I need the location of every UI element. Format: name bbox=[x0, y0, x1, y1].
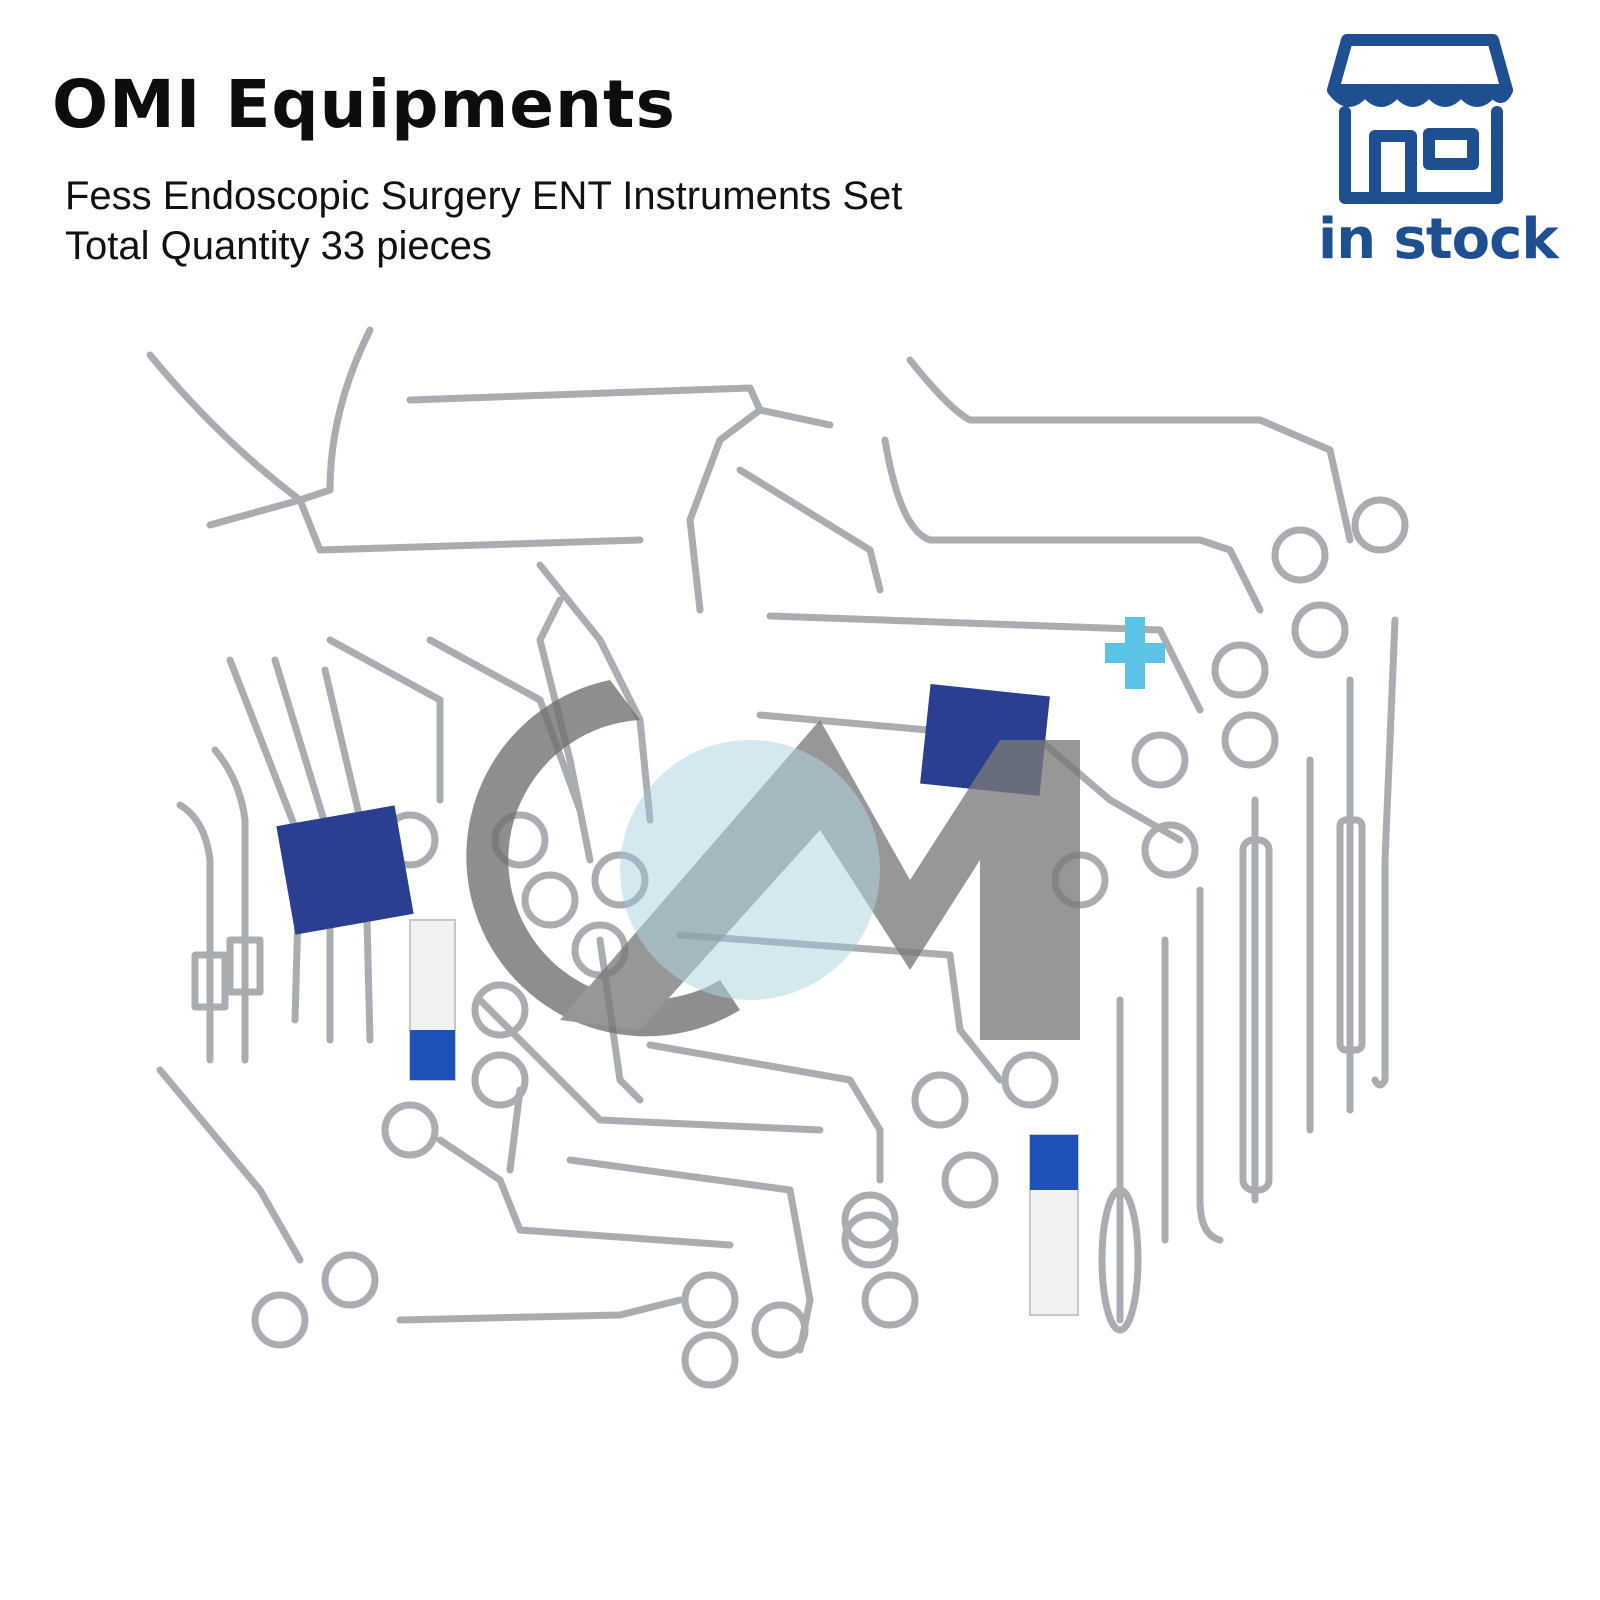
instruments-photo bbox=[146, 326, 1409, 1389]
brand-title: OMI Equipments bbox=[52, 66, 676, 143]
in-stock-label: in stock bbox=[1318, 207, 1559, 272]
quantity-text: Total Quantity 33 pieces bbox=[65, 224, 492, 268]
storefront-icon bbox=[1327, 34, 1513, 204]
omi-logo-watermark bbox=[466, 680, 1080, 1040]
product-title: Fess Endoscopic Surgery ENT Instruments … bbox=[65, 174, 903, 218]
medical-cross-icon bbox=[1105, 617, 1165, 689]
